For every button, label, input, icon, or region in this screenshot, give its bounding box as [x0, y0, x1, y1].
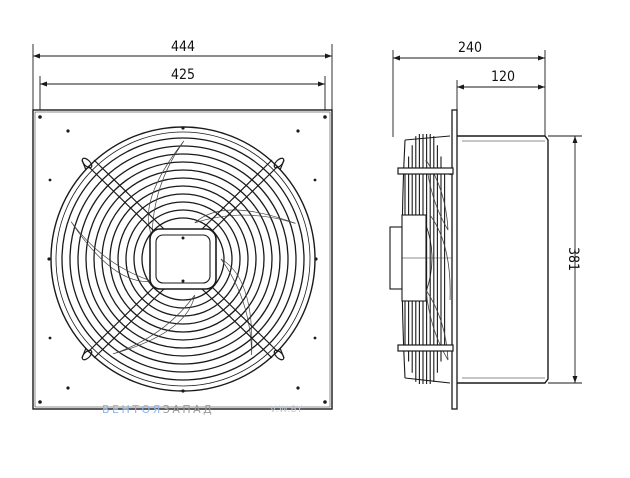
dimension-labels: 444 425 240 120 381 [171, 39, 581, 271]
mounting-holes [38, 115, 327, 404]
watermark-url: V.W.BY [270, 405, 303, 415]
mounting-plate [32, 109, 333, 410]
guard-ring-11 [141, 217, 225, 301]
watermark-brand-gray: ЗАПАД [163, 403, 214, 416]
dim-label-housing-depth: 120 [491, 69, 515, 85]
watermark-brand-blue: ВЕНТОЯ [102, 403, 163, 416]
motor-hub-outer [149, 228, 217, 290]
guard-ring-3 [77, 153, 289, 365]
guard-ring-9 [125, 201, 241, 317]
side-mounting-flange [451, 109, 458, 410]
impeller-blade-4 [147, 140, 185, 237]
impeller-blade-5 [194, 209, 296, 224]
watermark: ВЕНТОЯЗАПАД V.W.BY [102, 403, 303, 416]
side-clamp-bars [397, 167, 454, 352]
hub-bolts [181, 236, 185, 283]
guard-ring-8 [117, 193, 249, 325]
watermark-brand: ВЕНТОЯЗАПАД [102, 403, 214, 416]
guard-ring-6 [101, 177, 265, 341]
guard-ring-10 [133, 209, 233, 309]
impeller-blade-3 [70, 221, 153, 282]
dimension-lines [32, 44, 582, 384]
impeller-blade-2 [112, 294, 196, 355]
front-view [32, 109, 333, 410]
inlet-ring-inner [55, 131, 311, 387]
mounting-plate-inner-edge [34, 111, 331, 408]
impeller-blade-1 [220, 258, 253, 355]
dim-label-overall-width: 444 [171, 39, 195, 55]
dim-label-grille-width: 425 [171, 67, 195, 83]
inlet-ring-outer [50, 126, 316, 392]
strut-end-caps [81, 157, 285, 361]
side-view [389, 109, 549, 410]
guard-grille-rings [61, 137, 305, 381]
motor-hub-inner [155, 234, 211, 284]
impeller-blades [70, 140, 296, 355]
dim-label-housing-height: 381 [565, 247, 581, 271]
guard-ring-1 [61, 137, 305, 381]
fan-housing [457, 135, 549, 384]
side-motor [389, 214, 433, 302]
guard-ring-4 [85, 161, 281, 357]
guard-ring-5 [93, 169, 273, 349]
dim-label-total-depth: 240 [458, 40, 482, 56]
guard-ring-2 [69, 145, 297, 373]
guard-ring-7 [109, 185, 257, 333]
